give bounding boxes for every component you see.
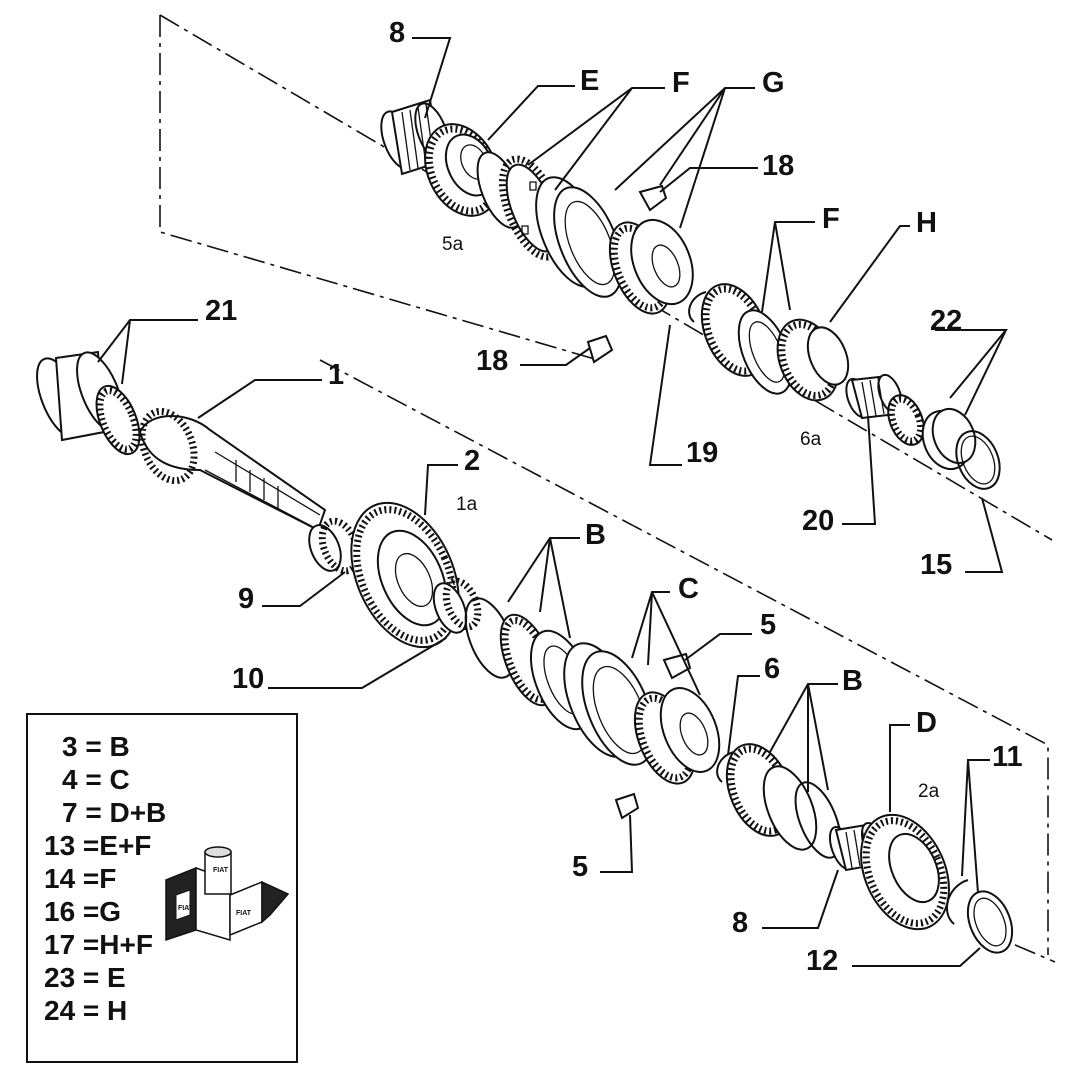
leader-lines bbox=[97, 37, 1009, 967]
circlip-6 bbox=[716, 751, 735, 783]
callout-5: 5 bbox=[760, 609, 776, 641]
sublabel-5a: 5a bbox=[442, 234, 464, 255]
key-18-lower bbox=[586, 334, 614, 364]
callout-2: 2 bbox=[464, 445, 480, 477]
callout-12: 12 bbox=[806, 945, 838, 977]
callout-18: 18 bbox=[762, 150, 794, 182]
legend-row: 7 = D+B bbox=[62, 797, 166, 828]
sub-labels: 5a 6a 1a 2a bbox=[442, 234, 940, 802]
legend-row: 16 =G bbox=[44, 896, 121, 927]
key-18-upper bbox=[638, 184, 668, 212]
hub-g-upper bbox=[608, 218, 694, 315]
callout-22: 22 bbox=[930, 305, 962, 337]
callout-19: 19 bbox=[686, 437, 718, 469]
bearing-race-22 bbox=[887, 394, 977, 471]
callout-15: 15 bbox=[920, 549, 952, 581]
callout-6: 6 bbox=[764, 653, 780, 685]
kit-logo-text: FIAT bbox=[236, 910, 252, 917]
needle-bearing-20 bbox=[845, 373, 903, 420]
synchro-ring-f-right-pair bbox=[700, 283, 793, 395]
callout-c: C bbox=[678, 573, 699, 605]
callout-g: G bbox=[762, 67, 785, 99]
sleeve-g-upper bbox=[535, 176, 623, 298]
callout-e: E bbox=[580, 65, 599, 97]
sublabel-6a: 6a bbox=[800, 429, 822, 450]
sleeve-c bbox=[563, 642, 655, 766]
callout-8: 8 bbox=[389, 17, 405, 49]
gear-d bbox=[860, 813, 950, 931]
circlip-11 bbox=[945, 879, 969, 925]
callout-8: 8 bbox=[732, 907, 748, 939]
legend-row: 4 = C bbox=[62, 764, 130, 795]
sublabel-1a: 1a bbox=[456, 494, 478, 515]
callout-21: 21 bbox=[205, 295, 237, 327]
callout-b: B bbox=[842, 665, 863, 697]
callout-d: D bbox=[916, 707, 937, 739]
legend-row: 23 = E bbox=[44, 962, 126, 993]
callout-18: 18 bbox=[476, 345, 508, 377]
kit-logo-text: FIAT bbox=[178, 905, 194, 912]
callout-20: 20 bbox=[802, 505, 834, 537]
legend-row: 3 = B bbox=[62, 731, 130, 762]
gear-2 bbox=[350, 501, 460, 649]
callout-10: 10 bbox=[232, 663, 264, 695]
ring-12 bbox=[966, 890, 1014, 954]
callout-labels: 8 E F G 18 F H 21 1 18 22 19 20 2 9 15 B… bbox=[205, 17, 1023, 977]
callout-11: 11 bbox=[992, 741, 1023, 773]
callout-5: 5 bbox=[572, 851, 588, 883]
gear-e-upper bbox=[424, 123, 500, 217]
hub-c bbox=[633, 687, 721, 785]
kit-logo-text: FIAT bbox=[213, 867, 229, 874]
shaft-1 bbox=[138, 407, 327, 532]
callout-1: 1 bbox=[328, 359, 344, 391]
gear-h bbox=[776, 318, 850, 402]
legend-row: 24 = H bbox=[44, 995, 127, 1026]
sublabel-2a: 2a bbox=[918, 781, 940, 802]
kit-legend: 3 = B 4 = C 7 = D+B 13 =E+F 14 =F 16 =G … bbox=[26, 713, 298, 1063]
legend-row: 17 =H+F bbox=[44, 929, 153, 960]
callout-b: B bbox=[585, 519, 606, 551]
legend-row: 14 =F bbox=[44, 863, 116, 894]
callout-9: 9 bbox=[238, 583, 254, 615]
callout-h: H bbox=[916, 207, 937, 239]
key-5-lower bbox=[614, 792, 640, 820]
callout-f: F bbox=[672, 67, 690, 99]
synchro-ring-b-right bbox=[725, 743, 842, 859]
circlip-19 bbox=[688, 291, 707, 323]
circlip-15 bbox=[955, 430, 1001, 490]
legend-row: 13 =E+F bbox=[44, 830, 151, 861]
bearing-cone-21 bbox=[95, 384, 141, 456]
kit-package-icon: FIAT FIAT FIAT bbox=[165, 846, 290, 942]
callout-f: F bbox=[822, 203, 840, 235]
